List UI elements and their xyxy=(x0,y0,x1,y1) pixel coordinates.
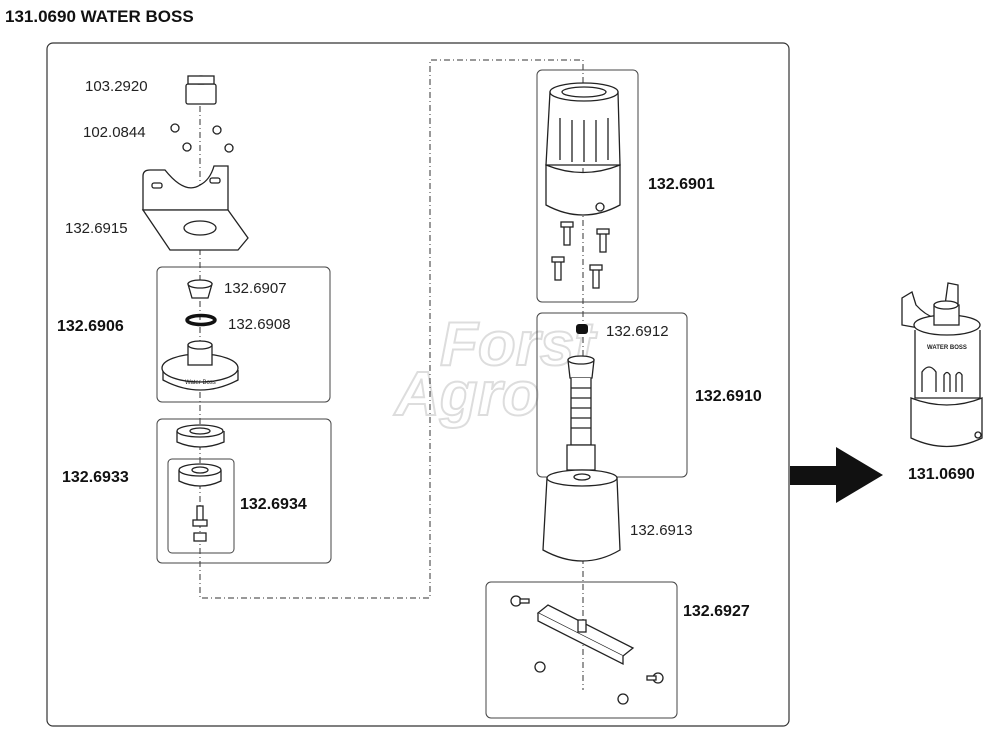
label-132-6906: 132.6906 xyxy=(57,318,124,335)
label-132-6927: 132.6927 xyxy=(683,603,750,620)
label-132-6913: 132.6913 xyxy=(630,522,693,539)
part-nuts-102-0844[interactable] xyxy=(170,123,234,153)
label-132-6915: 132.6915 xyxy=(65,220,128,237)
label-132-6933: 132.6933 xyxy=(62,469,129,486)
watermark-logo: Forst Agro xyxy=(392,309,598,430)
main-frame xyxy=(46,42,790,727)
part-base-132-6906[interactable]: Water Boss xyxy=(161,340,239,391)
part-valve-132-6934[interactable] xyxy=(178,463,222,542)
diagram-title: 131.0690 WATER BOSS xyxy=(5,7,194,26)
part-plug-132-6912[interactable] xyxy=(576,324,588,334)
group-box-132-6933 xyxy=(156,418,332,564)
group-box-132-6927 xyxy=(485,581,678,719)
group-box-132-6901 xyxy=(536,69,639,303)
svg-text:WATER BOSS: WATER BOSS xyxy=(927,345,967,351)
part-cartridge-132-6910[interactable] xyxy=(566,355,596,471)
assembled-water-boss-image: WATER BOSS xyxy=(901,282,983,448)
label-131-0690: 131.0690 xyxy=(908,466,975,483)
label-132-6910: 132.6910 xyxy=(695,388,762,405)
group-box-132-6934 xyxy=(167,458,235,554)
part-rail-132-6927[interactable] xyxy=(510,595,664,705)
part-ring-132-6933[interactable] xyxy=(176,424,225,448)
group-box-132-6906 xyxy=(156,266,331,403)
part-nozzle-132-6907[interactable] xyxy=(187,279,213,299)
label-132-6901: 132.6901 xyxy=(648,176,715,193)
label-132-6934: 132.6934 xyxy=(240,496,307,513)
part-fitting-103-2920[interactable] xyxy=(185,75,217,105)
part-bracket-132-6915[interactable] xyxy=(141,165,249,251)
label-132-6908: 132.6908 xyxy=(228,316,291,333)
svg-text:Water Boss: Water Boss xyxy=(185,380,216,386)
svg-text:Agro: Agro xyxy=(393,360,540,429)
arrow-right-icon xyxy=(790,447,883,503)
label-103-2920: 103.2920 xyxy=(85,78,148,95)
part-cap-132-6913[interactable] xyxy=(542,469,621,562)
label-132-6912: 132.6912 xyxy=(606,323,669,340)
label-102-0844: 102.0844 xyxy=(83,124,146,141)
part-oring-132-6908[interactable] xyxy=(185,313,217,327)
label-132-6907: 132.6907 xyxy=(224,280,287,297)
part-housing-132-6901[interactable] xyxy=(545,82,621,289)
